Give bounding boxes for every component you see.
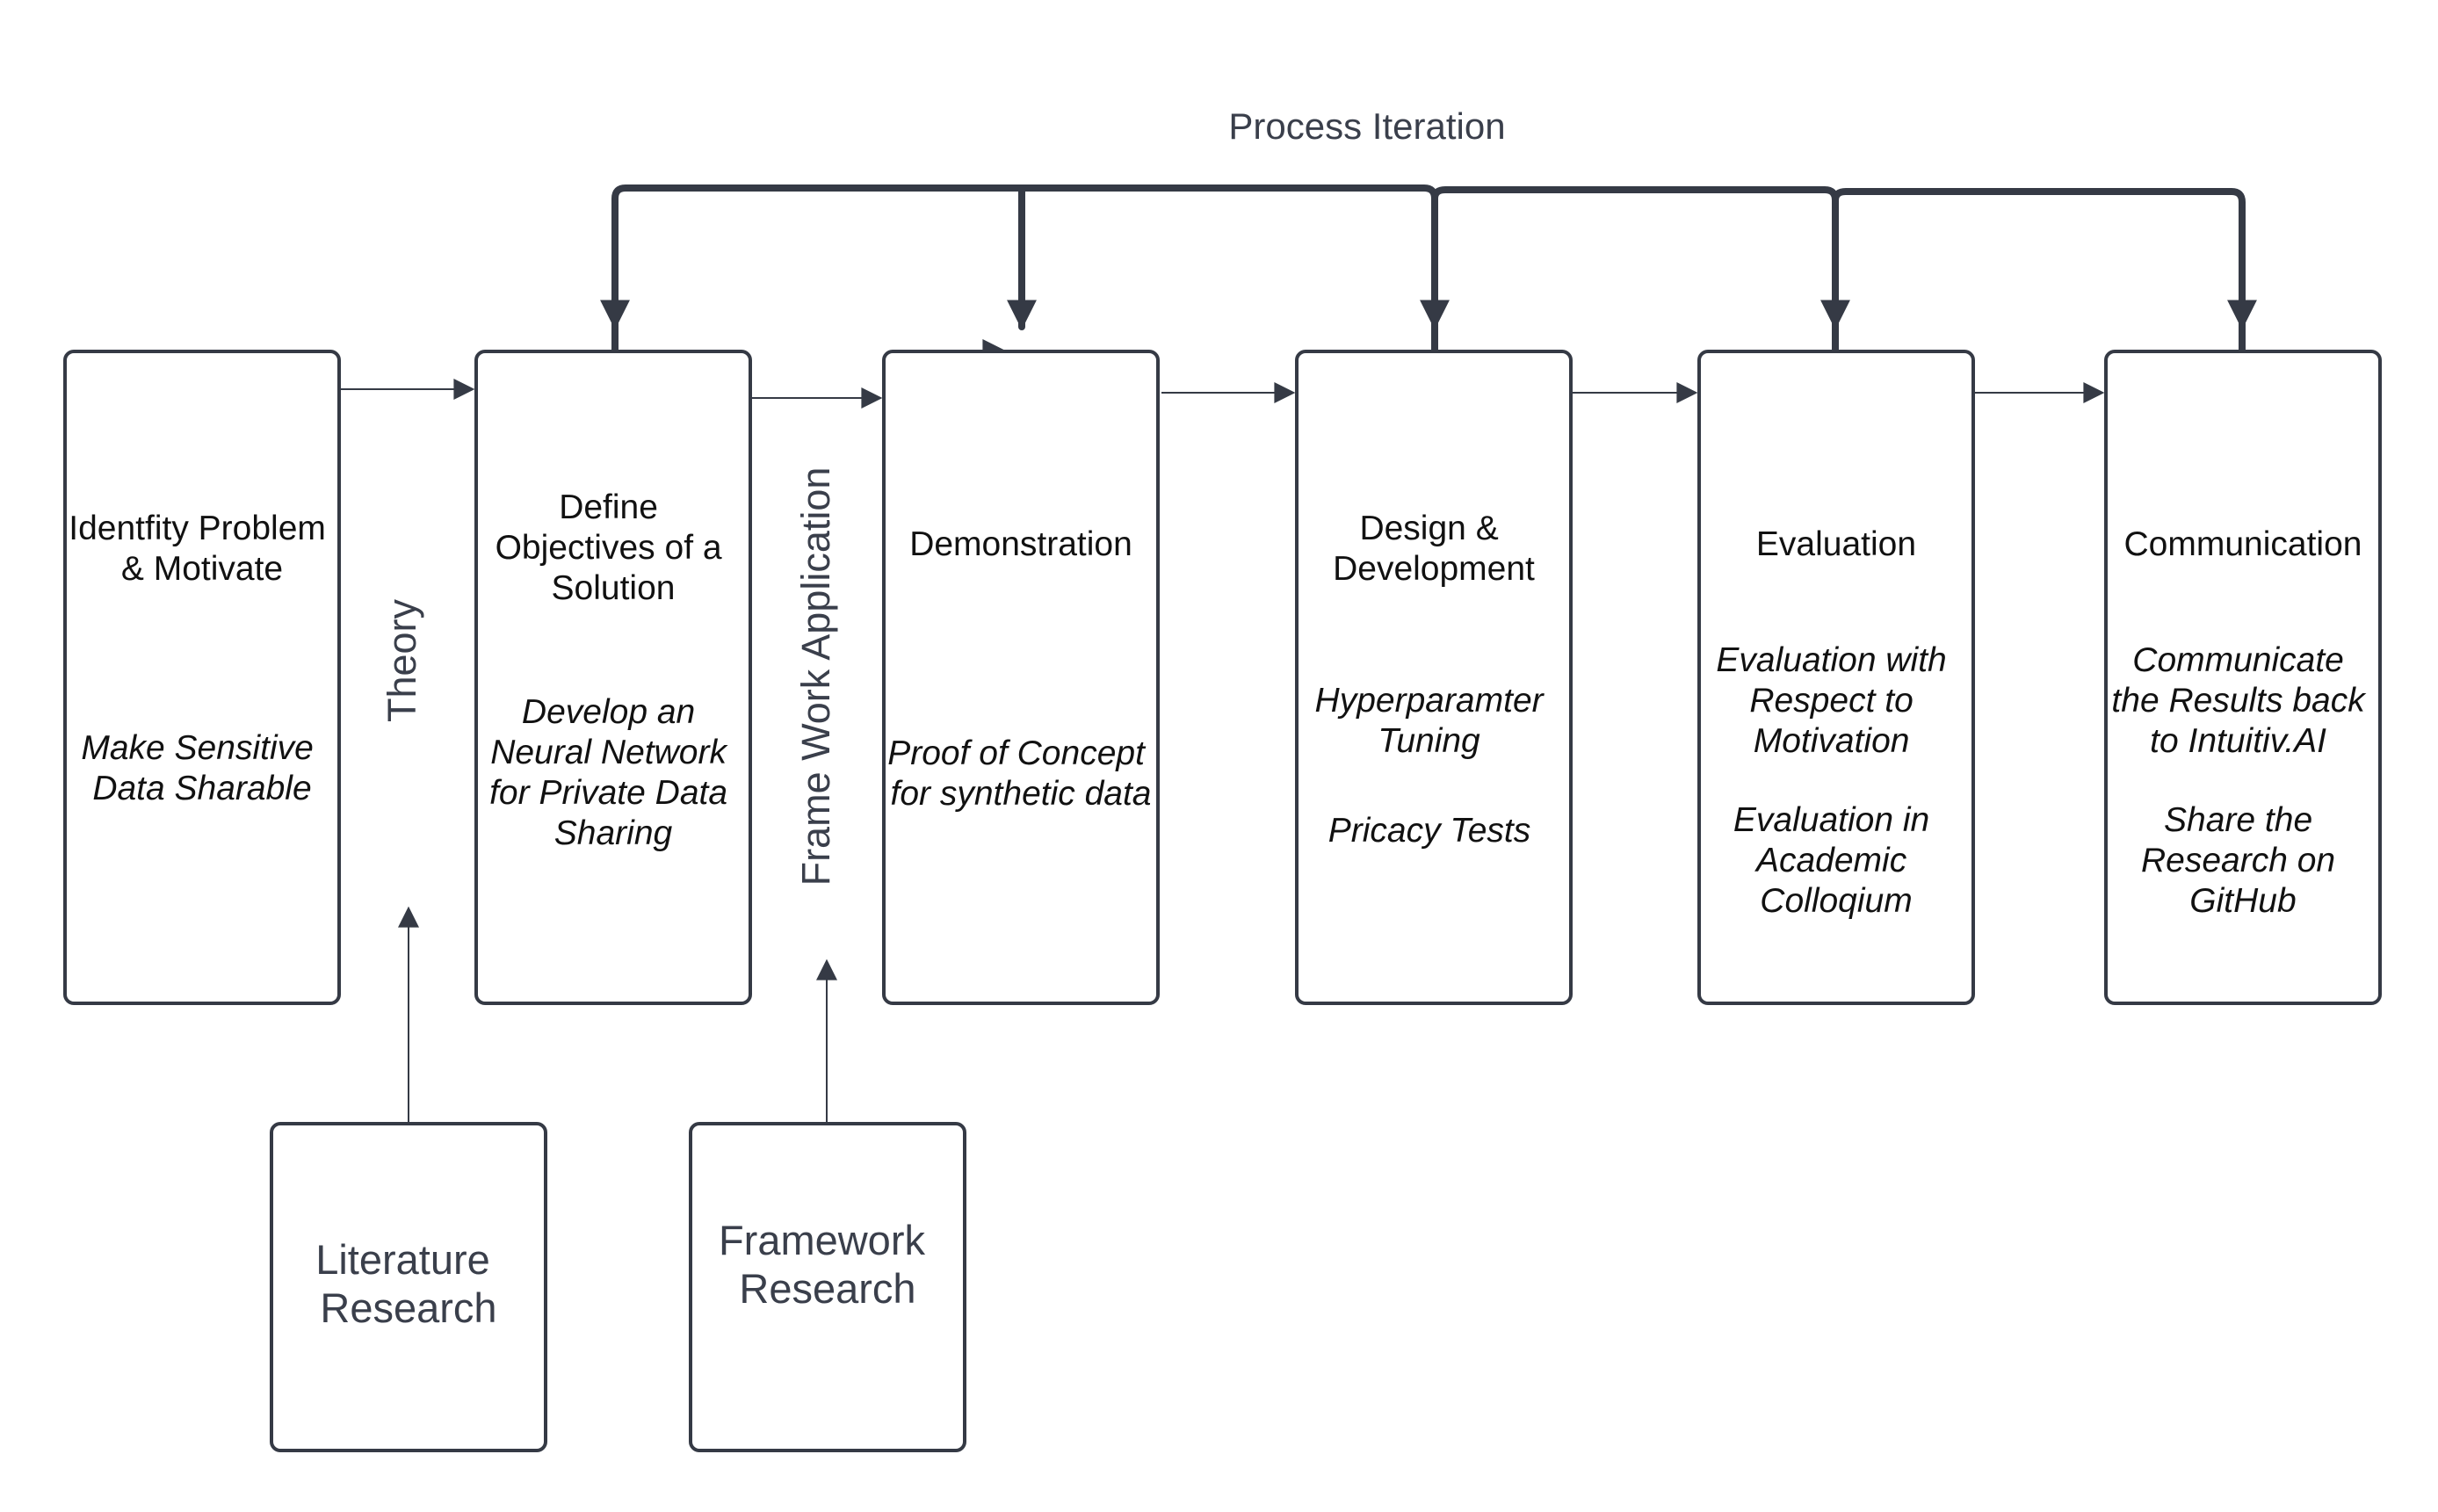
theory-label: Theory [380, 598, 424, 722]
research-label: Literature Research [315, 1236, 502, 1331]
step-detail: Develop an Neural Network for Private Da… [489, 693, 737, 852]
step-box-communication: Communication Communicate the Results ba… [2104, 350, 2382, 1005]
step-detail: Proof of Concept for synthetic data [887, 734, 1154, 813]
step-detail: Make Sensitive Data Sharable [81, 729, 322, 807]
step-title: Evaluation [1756, 525, 1916, 563]
step-title: Demonstration [909, 525, 1132, 563]
framework-application-label: Frame Work Application [793, 467, 838, 886]
step-detail: Communicate the Results back to Intuitiv… [2111, 641, 2374, 920]
research-label: Framework Research [719, 1217, 937, 1312]
process-iteration-connector [600, 184, 2257, 360]
step-box-demonstration: Demonstration Proof of Concept for synth… [882, 350, 1160, 1005]
framework-research-box: Framework Research [689, 1122, 966, 1452]
step-connectors [341, 379, 2105, 409]
step-box-identify-problem: Identfity Problem & Motivate Make Sensit… [63, 350, 341, 1005]
step-box-define-objectives: Define Objectives of a Solution Develop … [474, 350, 752, 1005]
literature-research-box: Literature Research [270, 1122, 547, 1452]
step-title: Design & Development [1333, 510, 1535, 588]
step-title: Identfity Problem & Motivate [69, 510, 335, 588]
step-box-evaluation: Evaluation Evaluation with Respect to Mo… [1697, 350, 1975, 1005]
step-box-design-development: Design & Development Hyperparamter Tunin… [1295, 350, 1573, 1005]
step-detail: Evaluation with Respect to Motivation Ev… [1716, 641, 1956, 920]
step-title: Communication [2124, 525, 2362, 563]
step-detail: Hyperparamter Tuning Pricacy Tests [1315, 682, 1553, 850]
step-title: Define Objectives of a Solution [496, 488, 732, 607]
process-iteration-label: Process Iteration [1228, 105, 1505, 147]
